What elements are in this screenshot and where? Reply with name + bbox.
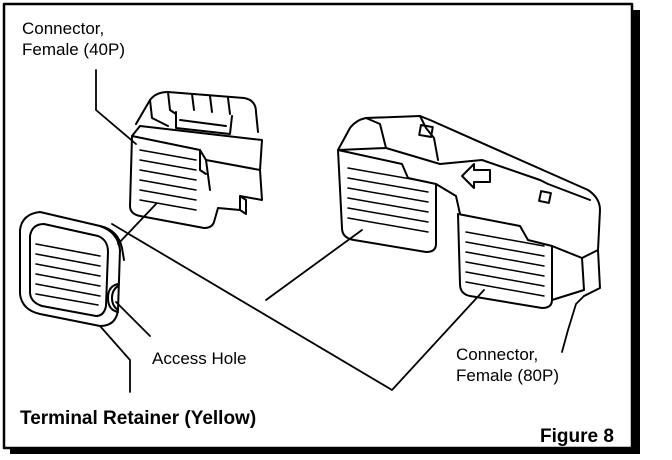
label-connector-40p-line2: Female (40P) xyxy=(22,40,125,59)
connector-80p-part xyxy=(337,115,601,309)
figure-border xyxy=(2,2,640,454)
label-connector-80p-line1: Connector, xyxy=(456,345,539,364)
label-access-hole: Access Hole xyxy=(152,349,247,368)
label-connector-80p: Connector, Female (80P) xyxy=(456,344,559,386)
connector-40p-part xyxy=(129,91,263,229)
label-connector-40p-line1: Connector, xyxy=(22,19,105,38)
leader-lines xyxy=(95,69,585,393)
label-terminal-retainer: Terminal Retainer (Yellow) xyxy=(20,408,257,429)
figure-number: Figure 8 xyxy=(540,426,614,447)
terminal-retainer-part xyxy=(19,211,125,327)
label-connector-80p-line2: Female (80P) xyxy=(456,366,559,385)
label-connector-40p: Connector, Female (40P) xyxy=(22,18,125,60)
